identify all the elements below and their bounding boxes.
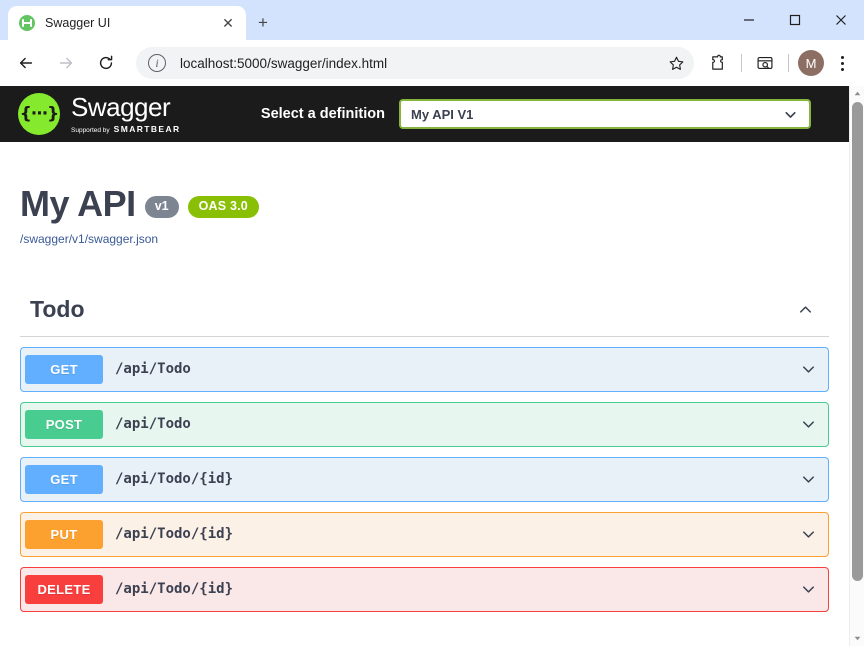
page-viewport: {···} Swagger Supported by SMARTBEAR Sel… [0,86,864,646]
search-tabs-icon[interactable] [750,48,780,78]
browser-tab-swagger-ui[interactable]: Swagger UI ✕ [8,6,246,40]
site-info-icon[interactable]: i [148,54,166,72]
maximize-icon[interactable] [772,0,818,40]
chevron-down-icon[interactable] [799,415,818,434]
operation-row[interactable]: DELETE /api/Todo/{id} [20,566,829,612]
close-window-icon[interactable] [818,0,864,40]
minimize-icon[interactable] [726,0,772,40]
scroll-up-arrow-icon[interactable] [850,86,864,101]
window-controls [726,0,864,40]
definition-select[interactable]: My API V1 [399,99,811,129]
tab-title: Swagger UI [45,16,111,30]
tab-strip: Swagger UI ✕ + [0,0,864,40]
three-dot-menu-icon[interactable] [828,48,856,78]
swagger-logo-icon: {···} [18,93,60,135]
operation-row[interactable]: GET /api/Todo/{id} [20,456,829,502]
operation-path: /api/Todo/{id} [115,581,234,598]
chevron-down-icon[interactable] [799,470,818,489]
version-badge: v1 [144,196,179,218]
tag-section-todo: Todo GET /api/Todo [20,296,829,612]
operation-row[interactable]: POST /api/Todo [20,401,829,447]
swagger-favicon-icon [19,15,35,31]
method-badge: POST [25,409,103,439]
operation-path: /api/Todo [115,416,191,433]
tag-title: Todo [30,296,85,322]
swagger-logo-link[interactable]: {···} Swagger Supported by SMARTBEAR [18,93,181,135]
chevron-down-icon [782,106,799,123]
operation-path: /api/Todo/{id} [115,471,234,488]
chevron-up-icon[interactable] [789,297,821,323]
api-title-row: My API v1 OAS 3.0 [20,186,829,222]
supported-by-text: Supported by [71,127,110,134]
swagger-sponsor-line: Supported by SMARTBEAR [71,124,181,134]
spec-url-link[interactable]: /swagger/v1/swagger.json [20,232,159,246]
method-badge: GET [25,464,103,494]
url-text[interactable]: localhost:5000/swagger/index.html [180,55,388,71]
new-tab-button[interactable]: + [258,12,268,32]
scroll-down-arrow-icon[interactable] [850,631,864,646]
api-info-block: My API v1 OAS 3.0 /swagger/v1/swagger.js… [20,142,829,246]
scrollbar-thumb[interactable] [852,102,863,581]
method-badge: DELETE [25,574,103,604]
swagger-wordmark: Swagger Supported by SMARTBEAR [71,94,181,134]
toolbar-divider-2 [788,54,789,72]
select-definition-label: Select a definition [260,106,385,122]
operation-path: /api/Todo/{id} [115,526,234,543]
oas-badge: OAS 3.0 [187,196,259,218]
definition-selector-group: Select a definition My API V1 [181,99,831,129]
profile-avatar[interactable]: M [798,50,824,76]
puzzle-icon[interactable] [703,48,733,78]
smartbear-text: SMARTBEAR [113,124,181,134]
page-scrollbar[interactable] [849,86,864,646]
chevron-down-icon[interactable] [799,580,818,599]
swagger-body: My API v1 OAS 3.0 /swagger/v1/swagger.js… [0,142,849,612]
operation-row[interactable]: PUT /api/Todo/{id} [20,511,829,557]
toolbar-divider [741,54,742,72]
swagger-logo-text: Swagger [71,92,171,122]
star-icon[interactable] [662,49,690,77]
operation-path: /api/Todo [115,361,191,378]
chevron-down-icon[interactable] [799,360,818,379]
method-badge: PUT [25,519,103,549]
tag-header-todo[interactable]: Todo [20,296,829,337]
swagger-ui-page: {···} Swagger Supported by SMARTBEAR Sel… [0,86,849,646]
tab-close-icon[interactable]: ✕ [222,15,234,31]
chevron-down-icon[interactable] [799,525,818,544]
operation-list: GET /api/Todo POST /api/Todo [20,337,829,612]
browser-toolbar: i localhost:5000/swagger/index.html M [0,40,864,86]
back-arrow-icon[interactable] [9,46,43,80]
reload-icon[interactable] [89,46,123,80]
definition-select-value: My API V1 [411,106,474,122]
method-badge: GET [25,354,103,384]
operation-row[interactable]: GET /api/Todo [20,346,829,392]
page-title: My API [20,183,136,224]
forward-arrow-icon[interactable] [49,46,83,80]
address-bar[interactable]: i localhost:5000/swagger/index.html [136,47,694,79]
swagger-topbar: {···} Swagger Supported by SMARTBEAR Sel… [0,86,849,142]
